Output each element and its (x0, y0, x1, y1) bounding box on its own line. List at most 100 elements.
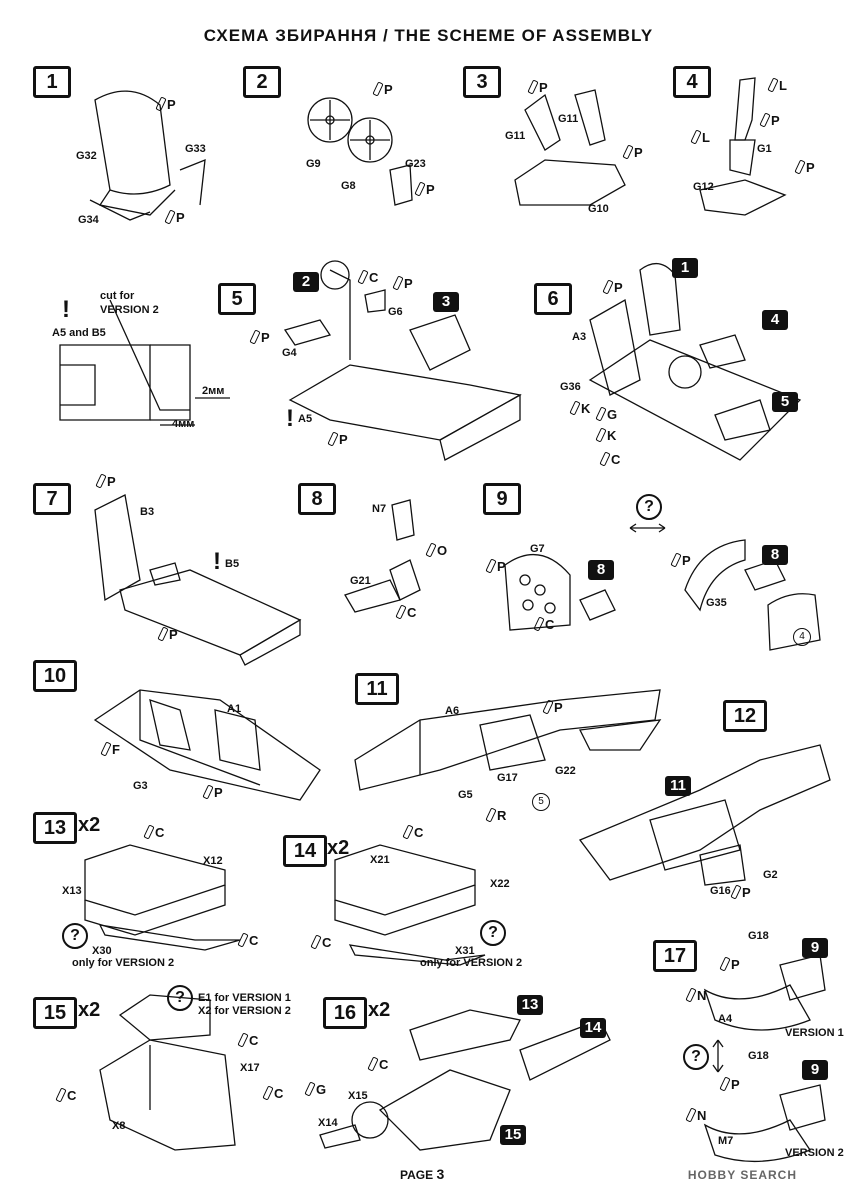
part-label: G21 (350, 575, 371, 587)
step-15-multiplier: x2 (78, 999, 101, 1021)
part-label: G4 (282, 347, 297, 359)
version-note: X2 for VERSION 2 (198, 1005, 291, 1017)
part-label: G11 (558, 113, 579, 125)
ref-step-11: 11 (665, 776, 691, 796)
paint-code: C (398, 605, 416, 620)
paint-code: P (625, 145, 643, 160)
paint-code: P (417, 182, 435, 197)
part-label: X21 (370, 854, 390, 866)
step-13-multiplier: x2 (78, 814, 101, 836)
part-label: N7 (372, 503, 387, 515)
paint-code: R (488, 808, 506, 823)
paint-code: K (598, 428, 616, 443)
part-label: G18 (748, 930, 769, 942)
ref-step-15: 15 (500, 1125, 526, 1145)
ref-step-8a: 8 (588, 560, 614, 580)
step-11-number: 11 (355, 673, 399, 705)
part-label: G16 (710, 885, 731, 897)
question-mark-icon: ? (683, 1044, 709, 1070)
step-12-number: 12 (723, 700, 767, 732)
part-label: X14 (318, 1117, 338, 1129)
part-label: G9 (306, 158, 321, 170)
step-16-multiplier: x2 (368, 999, 391, 1021)
part-label: X12 (203, 855, 223, 867)
part-label: G7 (530, 543, 545, 555)
part-label: G36 (560, 381, 581, 393)
part-label: G10 (588, 203, 609, 215)
part-label: G32 (76, 150, 97, 162)
step-4-number: 4 (673, 66, 711, 98)
part-label: X13 (62, 885, 82, 897)
part-label: G17 (497, 772, 518, 784)
part-label: A1 (227, 703, 242, 715)
paint-code: P (733, 885, 751, 900)
version-note: only for VERSION 2 (72, 957, 175, 969)
paint-code: P (395, 276, 413, 291)
step-14-multiplier: x2 (327, 837, 350, 859)
part-label: M7 (718, 1135, 734, 1147)
part-label: G3 (133, 780, 148, 792)
step-7-number: 7 (33, 483, 71, 515)
circled-step-ref: 4 (793, 628, 811, 646)
ref-step-9a: 9 (802, 938, 828, 958)
paint-code: P (722, 957, 740, 972)
paint-code: G (598, 407, 617, 422)
step-2-number: 2 (243, 66, 281, 98)
paint-code: P (330, 432, 348, 447)
ref-step-14: 14 (580, 1018, 606, 1038)
paint-code: P (722, 1077, 740, 1092)
step-5-number: 5 (218, 283, 256, 315)
step-9-number: 9 (483, 483, 521, 515)
cut-note-line1: cut for (100, 290, 135, 302)
step-10-number: 10 (33, 660, 77, 692)
paint-code: P (488, 559, 506, 574)
version-label: VERSION 1 (785, 1027, 844, 1039)
step-13-number: 13 (33, 812, 77, 844)
part-label: X8 (112, 1120, 126, 1132)
paint-code: G (307, 1082, 326, 1097)
part-label: G34 (78, 214, 99, 226)
page-label: PAGE (400, 1168, 434, 1182)
part-label: G12 (693, 181, 714, 193)
version-note: only for VERSION 2 (420, 957, 523, 969)
question-mark-icon: ? (62, 923, 88, 949)
ref-step-4: 4 (762, 310, 788, 330)
part-label: X30 (92, 945, 112, 957)
part-label: X31 (455, 945, 475, 957)
part-label: G18 (748, 1050, 769, 1062)
paint-code: L (693, 130, 710, 145)
question-mark-icon: ? (167, 985, 193, 1011)
paint-code: P (252, 330, 270, 345)
paint-code: F (103, 742, 120, 757)
paint-code: C (602, 452, 620, 467)
step-16-number: 16 (323, 997, 367, 1029)
paint-code: P (605, 280, 623, 295)
paint-code: P (375, 82, 393, 97)
paint-code: C (146, 825, 164, 840)
part-label: X15 (348, 1090, 368, 1102)
step-6-number: 6 (534, 283, 572, 315)
part-label: B3 (140, 506, 155, 518)
ref-step-5: 5 (772, 392, 798, 412)
cut-dim-4mm: 4мм (172, 418, 195, 430)
step-3-number: 3 (463, 66, 501, 98)
part-label: B5 (225, 558, 240, 570)
part-label: X22 (490, 878, 510, 890)
part-label: G35 (706, 597, 727, 609)
step-15-number: 15 (33, 997, 77, 1029)
ref-step-9b: 9 (802, 1060, 828, 1080)
part-label: G5 (458, 789, 473, 801)
question-mark-icon: ? (480, 920, 506, 946)
ref-step-3: 3 (433, 292, 459, 312)
paint-code: P (545, 700, 563, 715)
ref-step-8b: 8 (762, 545, 788, 565)
part-label: G1 (757, 143, 772, 155)
part-label: A6 (445, 705, 460, 717)
part-label: G33 (185, 143, 206, 155)
paint-code: C (240, 1033, 258, 1048)
question-mark-icon: ? (636, 494, 662, 520)
step-17-number: 17 (653, 940, 697, 972)
step-1-number: 1 (33, 66, 71, 98)
paint-code: P (530, 80, 548, 95)
